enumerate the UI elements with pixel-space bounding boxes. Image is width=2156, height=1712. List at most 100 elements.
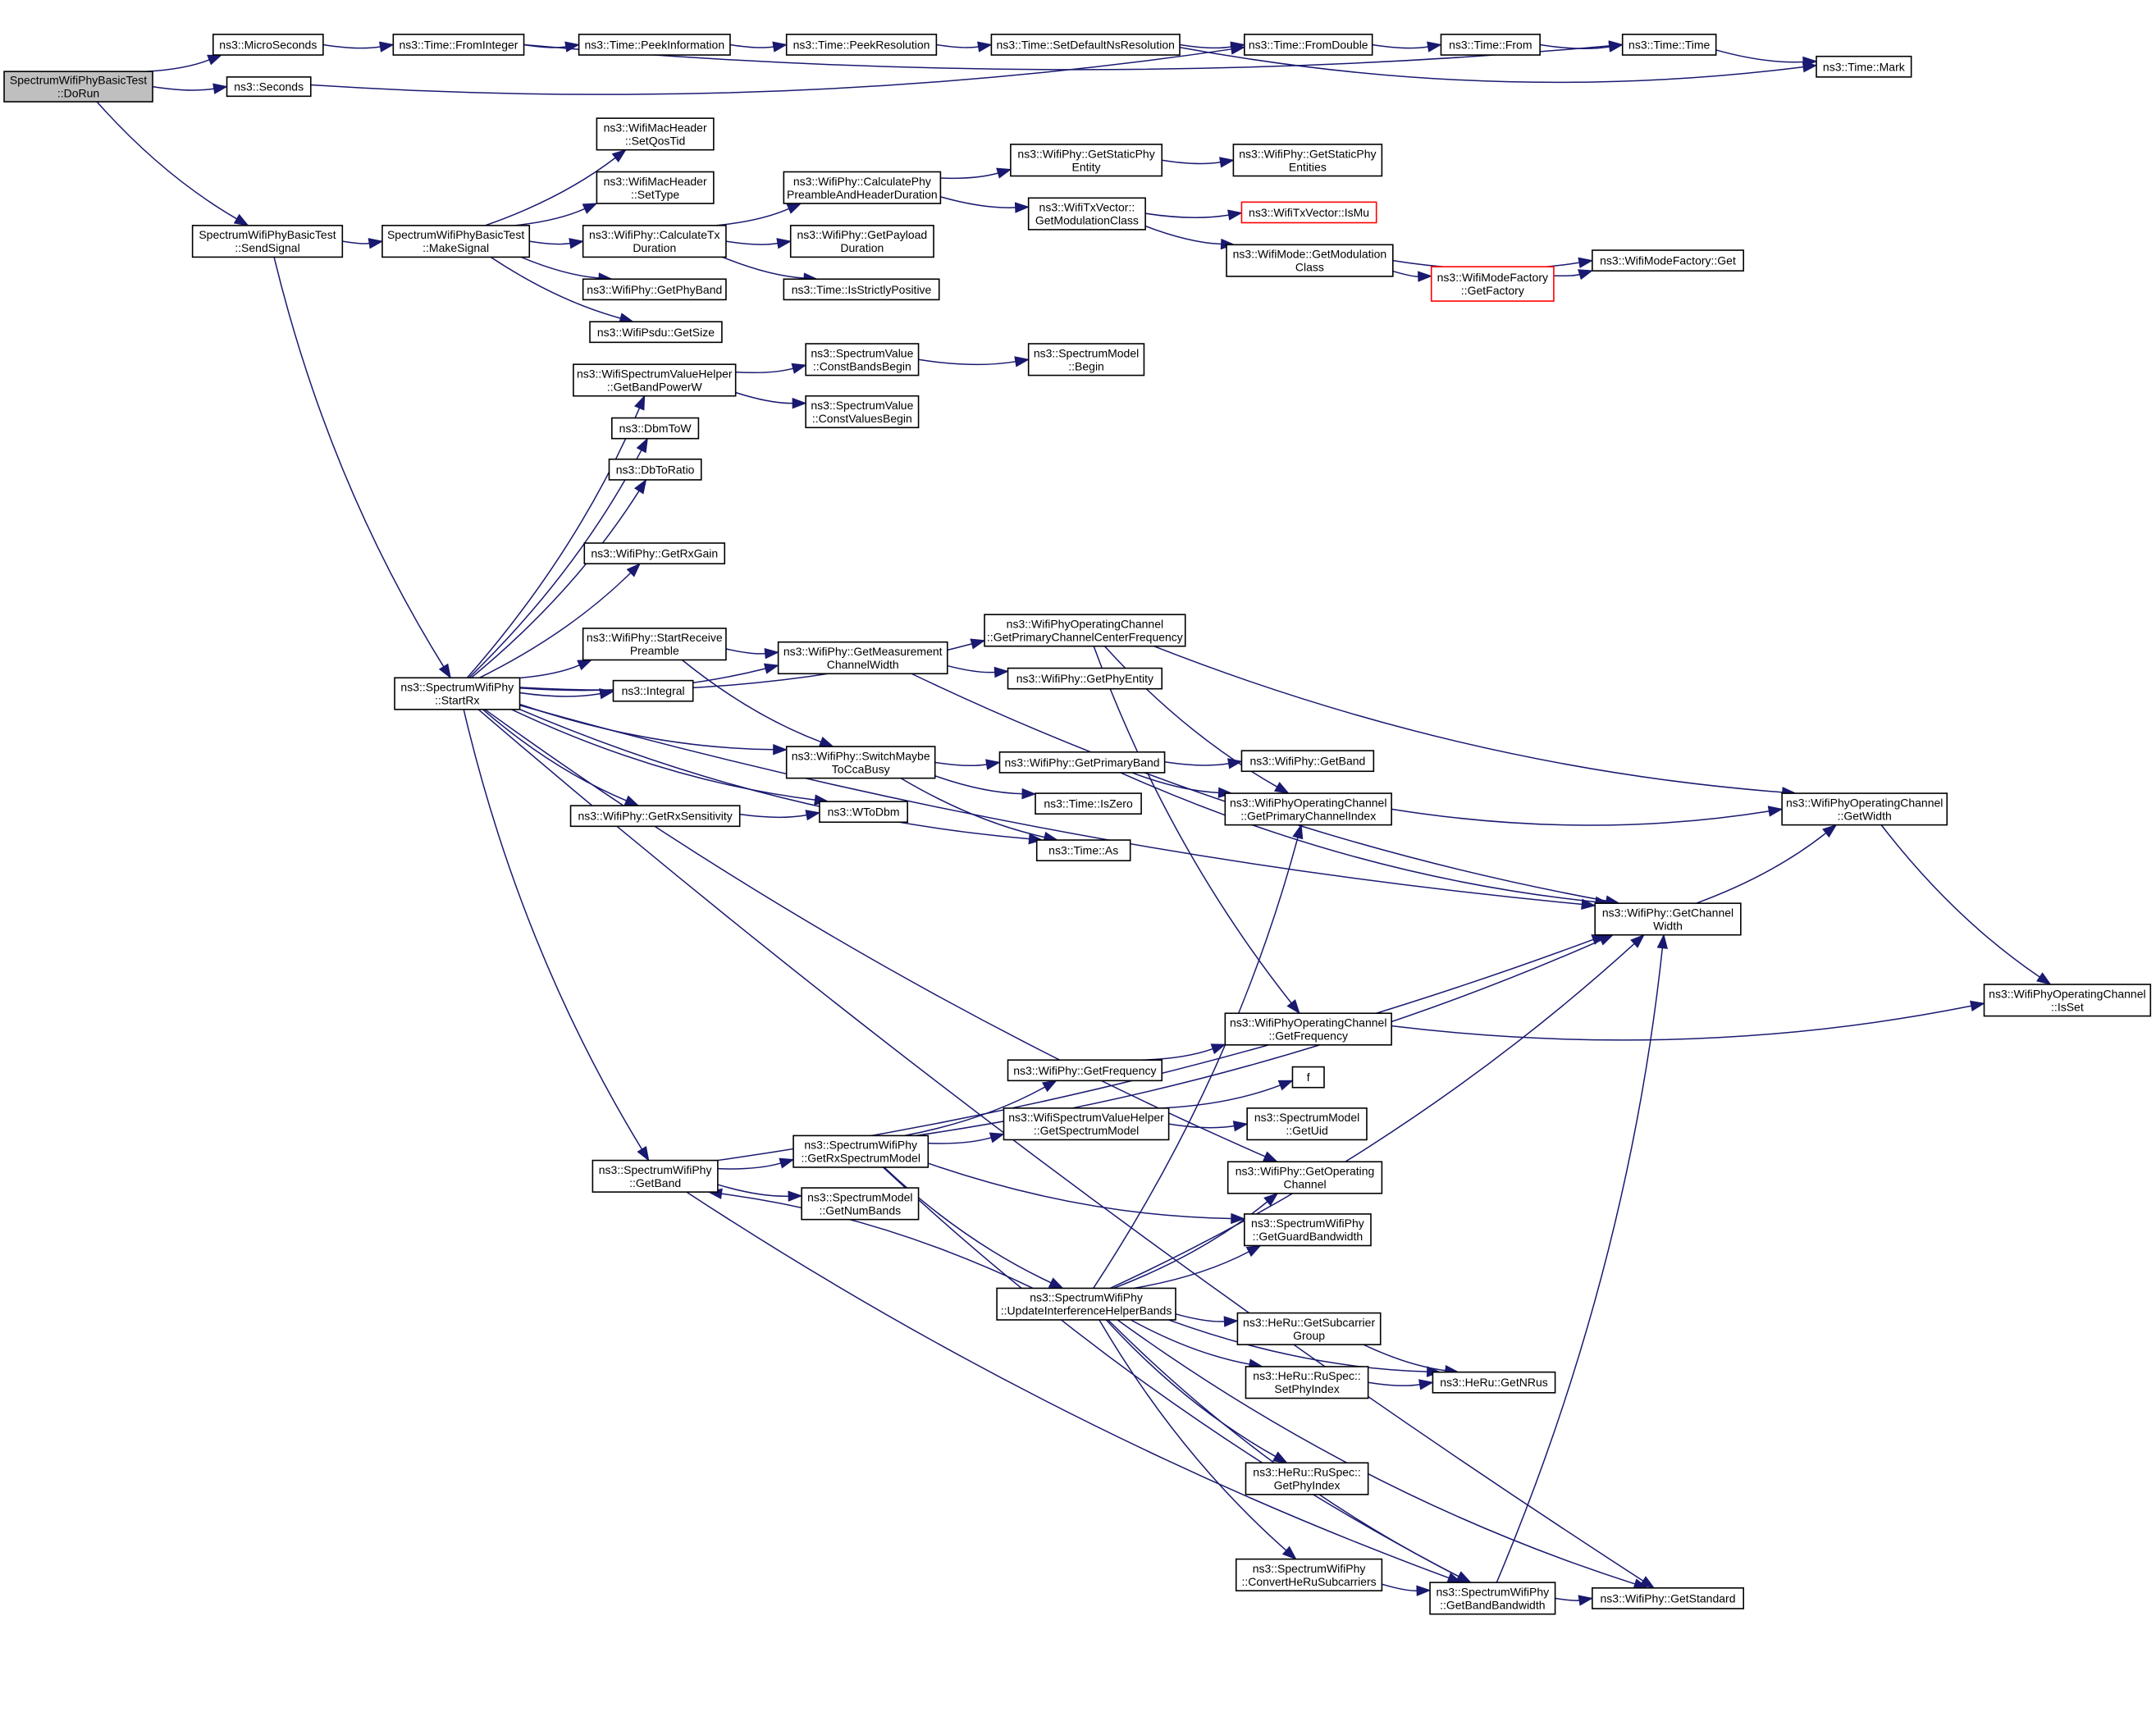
node-getbandpowerw[interactable]: ns3::WifiSpectrumValueHelper::GetBandPow…: [573, 363, 737, 397]
node-wifiphygetfreq[interactable]: ns3::WifiPhy::GetFrequency: [1007, 1059, 1163, 1082]
edge-line: [1117, 1319, 1636, 1585]
arrowhead-icon: [1231, 1212, 1246, 1225]
node-frominteger[interactable]: ns3::Time::FromInteger: [392, 34, 525, 56]
node-getphyentity[interactable]: ns3::WifiPhy::GetPhyEntity: [1007, 667, 1163, 690]
node-timemark[interactable]: ns3::Time::Mark: [1816, 55, 1912, 78]
node-settype[interactable]: ns3::WifiMacHeader::SetType: [596, 171, 715, 204]
node-getprimcenterfreq[interactable]: ns3::WifiPhyOperatingChannel::GetPrimary…: [984, 614, 1186, 647]
node-sendsignal[interactable]: SpectrumWifiPhyBasicTest::SendSignal: [191, 225, 344, 258]
node-label: ns3::SpectrumWifiPhy: [804, 1139, 917, 1152]
edge-line: [1363, 1344, 1446, 1372]
node-label: ::GetWidth: [1838, 809, 1892, 822]
node-integral[interactable]: ns3::Integral: [612, 679, 694, 702]
arrowhead-icon: [1455, 1571, 1472, 1583]
node-getnrus[interactable]: ns3::HeRu::GetNRus: [1432, 1371, 1556, 1394]
arrowhead-icon: [1273, 782, 1290, 794]
node-getrxspectrummodel[interactable]: ns3::SpectrumWifiPhy::GetRxSpectrumModel: [793, 1134, 930, 1168]
node-getspectrummodel[interactable]: ns3::WifiSpectrumValueHelper::GetSpectru…: [1003, 1107, 1170, 1141]
node-modemodclass[interactable]: ns3::WifiMode::GetModulationClass: [1226, 244, 1394, 277]
node-dorun[interactable]: SpectrumWifiPhyBasicTest::DoRun: [3, 71, 153, 103]
node-timetime[interactable]: ns3::Time::Time: [1621, 34, 1717, 56]
edge-line: [1108, 1319, 1459, 1577]
node-peekresolution[interactable]: ns3::Time::PeekResolution: [785, 34, 938, 56]
node-iszero[interactable]: ns3::Time::IsZero: [1035, 792, 1142, 815]
node-smgetuid[interactable]: ns3::SpectrumModel::GetUid: [1246, 1107, 1368, 1141]
node-smbegin[interactable]: ns3::SpectrumModel::Begin: [1027, 343, 1145, 377]
node-opchanisset[interactable]: ns3::WifiPhyOperatingChannel::IsSet: [1983, 984, 2152, 1017]
arrowhead-icon: [1230, 43, 1246, 55]
arrowhead-icon: [792, 397, 807, 409]
node-getprimchanindex[interactable]: ns3::WifiPhyOperatingChannel::GetPrimary…: [1224, 792, 1392, 826]
node-smgetnumbands[interactable]: ns3::SpectrumModel::GetNumBands: [801, 1187, 920, 1221]
node-box: [608, 458, 702, 481]
node-microseconds[interactable]: ns3::MicroSeconds: [212, 34, 324, 56]
arrowhead-icon: [779, 1157, 795, 1169]
node-updateihbands[interactable]: ns3::SpectrumWifiPhy::UpdateInterference…: [996, 1287, 1176, 1321]
node-timefrom[interactable]: ns3::Time::From: [1440, 34, 1541, 56]
node-peekinformation[interactable]: ns3::Time::PeekInformation: [578, 34, 731, 56]
node-label: ns3::Time::SetDefaultNsResolution: [997, 38, 1175, 51]
node-getbandbw[interactable]: ns3::SpectrumWifiPhy::GetBandBandwidth: [1429, 1582, 1556, 1615]
node-wtodbm[interactable]: ns3::WToDbm: [819, 801, 908, 824]
node-box: [1592, 249, 1744, 272]
node-getphyindex[interactable]: ns3::HeRu::RuSpec::GetPhyIndex: [1245, 1462, 1369, 1495]
node-getfactory[interactable]: ns3::WifiModeFactory::GetFactory: [1430, 266, 1555, 302]
node-ismu[interactable]: ns3::WifiTxVector::IsMu: [1240, 201, 1377, 224]
node-calcpreamble[interactable]: ns3::WifiPhy::CalculatePhyPreambleAndHea…: [783, 171, 942, 204]
node-box: [569, 805, 741, 828]
node-dbtoratio[interactable]: ns3::DbToRatio: [608, 458, 702, 481]
node-getprimaryband[interactable]: ns3::WifiPhy::GetPrimaryBand: [998, 751, 1166, 774]
node-box: [1816, 55, 1912, 78]
node-setdefaultnsresolution[interactable]: ns3::Time::SetDefaultNsResolution: [990, 34, 1181, 56]
node-txvecmodclass[interactable]: ns3::WifiTxVector::GetModulationClass: [1027, 197, 1146, 231]
edge-startrx-to-dbmtow: [468, 437, 648, 678]
node-convertheru[interactable]: ns3::SpectrumWifiPhy::ConvertHeRuSubcarr…: [1235, 1558, 1383, 1591]
node-timeas[interactable]: ns3::Time::As: [1035, 839, 1131, 861]
node-fromdouble[interactable]: ns3::Time::FromDouble: [1243, 34, 1373, 56]
node-box: [1621, 34, 1717, 56]
node-startrx[interactable]: ns3::SpectrumWifiPhy::StartRx: [394, 677, 521, 710]
node-getrxsensitivity[interactable]: ns3::WifiPhy::GetRxSensitivity: [569, 805, 741, 828]
node-label: ns3::SpectrumWifiPhy: [1253, 1562, 1366, 1575]
node-label: ::StartRx: [435, 694, 479, 707]
node-wifiphygetband[interactable]: ns3::WifiPhy::GetBand: [1240, 750, 1375, 773]
node-box: [1007, 667, 1163, 690]
node-getguardbw[interactable]: ns3::SpectrumWifiPhy::GetGuardBandwidth: [1243, 1213, 1372, 1247]
node-getstandard[interactable]: ns3::WifiPhy::GetStandard: [1592, 1587, 1744, 1609]
node-setphyindex[interactable]: ns3::HeRu::RuSpec::SetPhyIndex: [1245, 1366, 1369, 1399]
node-f[interactable]: f: [1291, 1066, 1325, 1089]
node-constvaluesbegin[interactable]: ns3::SpectrumValue::ConstValuesBegin: [805, 395, 920, 429]
node-dbmtow[interactable]: ns3::DbmToW: [611, 417, 700, 440]
node-opchangetfreq[interactable]: ns3::WifiPhyOperatingChannel::GetFrequen…: [1224, 1012, 1392, 1046]
node-swpgetband[interactable]: ns3::SpectrumWifiPhy::GetBand: [592, 1159, 719, 1193]
arrowhead-icon: [1277, 1080, 1294, 1091]
node-constbandsbegin[interactable]: ns3::SpectrumValue::ConstBandsBegin: [805, 343, 920, 377]
node-setqostid[interactable]: ns3::WifiMacHeader::SetQosTid: [596, 117, 715, 151]
node-label: ns3::WToDbm: [828, 806, 900, 819]
node-makesignal[interactable]: SpectrumWifiPhyBasicTest::MakeSignal: [381, 225, 531, 258]
edge-line: [947, 664, 995, 673]
arrowhead-icon: [1608, 41, 1624, 53]
node-getrxgain[interactable]: ns3::WifiPhy::GetRxGain: [583, 542, 726, 564]
node-getphyband[interactable]: ns3::WifiPhy::GetPhyBand: [582, 278, 727, 301]
node-opchangetwidth[interactable]: ns3::WifiPhyOperatingChannel::GetWidth: [1781, 792, 1948, 826]
node-factoryget[interactable]: ns3::WifiModeFactory::Get: [1592, 249, 1744, 272]
edge-line: [470, 491, 640, 678]
node-seconds[interactable]: ns3::Seconds: [226, 76, 312, 98]
edge-line: [936, 43, 979, 48]
edge-line: [1162, 159, 1221, 165]
node-psdugetsize[interactable]: ns3::WifiPsdu::GetSize: [589, 321, 723, 344]
node-isstrictlypositive[interactable]: ns3::Time::IsStrictlyPositive: [783, 278, 940, 301]
node-box: [1236, 1312, 1382, 1345]
edge-line: [1099, 1319, 1287, 1551]
